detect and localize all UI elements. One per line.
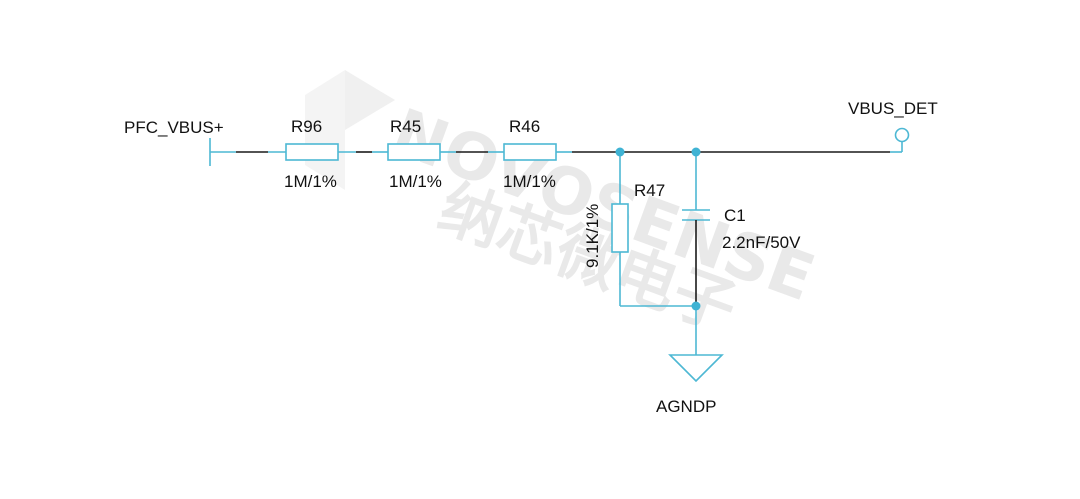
resistor-r47-branch xyxy=(611,152,696,307)
ground-net-label: AGNDP xyxy=(656,397,716,416)
junction-dot xyxy=(615,147,625,157)
resistor-r47-symbol xyxy=(611,203,629,253)
capacitor-c1-branch xyxy=(682,152,710,355)
r47-value-label: 9.1K/1% xyxy=(583,204,602,268)
r96-value-label: 1M/1% xyxy=(284,172,337,191)
resistor-r45-symbol xyxy=(387,143,441,161)
main-bus-wire xyxy=(236,142,903,153)
junction-dot xyxy=(691,147,701,157)
r96-ref-label: R96 xyxy=(291,117,322,136)
output-terminal-icon xyxy=(894,127,910,143)
r47-ref-label: R47 xyxy=(634,181,665,200)
resistor-r46-symbol xyxy=(503,143,557,161)
r46-ref-label: R46 xyxy=(509,117,540,136)
input-net-label: PFC_VBUS+ xyxy=(124,118,224,137)
ground-icon xyxy=(668,354,724,383)
output-net-label: VBUS_DET xyxy=(848,99,938,118)
resistor-r96-symbol xyxy=(285,143,339,161)
r46-value-label: 1M/1% xyxy=(503,172,556,191)
r45-value-label: 1M/1% xyxy=(389,172,442,191)
c1-ref-label: C1 xyxy=(724,206,746,225)
c1-value-label: 2.2nF/50V xyxy=(722,233,801,252)
r45-ref-label: R45 xyxy=(390,117,421,136)
input-terminal xyxy=(209,138,236,166)
junction-dot xyxy=(691,301,701,311)
